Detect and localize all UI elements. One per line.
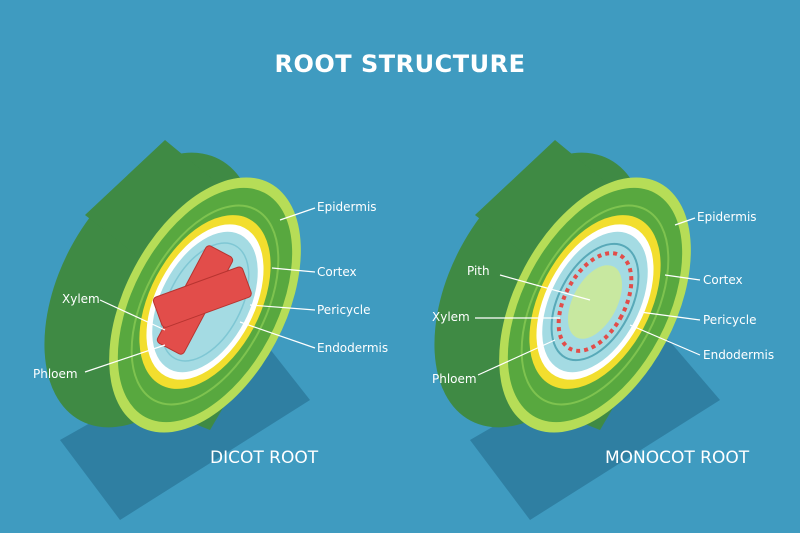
dicot-label-xylem: Xylem	[62, 292, 100, 306]
monocot-label-phloem: Phloem	[432, 372, 477, 386]
monocot-caption: MONOCOT ROOT	[605, 448, 749, 468]
monocot-label-endodermis: Endodermis	[703, 348, 774, 362]
dicot-label-epidermis: Epidermis	[317, 200, 377, 214]
monocot-label-pith: Pith	[467, 264, 490, 278]
dicot-label-phloem: Phloem	[33, 367, 78, 381]
dicot-label-cortex: Cortex	[317, 265, 357, 279]
page-title: ROOT STRUCTURE	[0, 50, 800, 78]
monocot-label-cortex: Cortex	[703, 273, 743, 287]
dicot-label-endodermis: Endodermis	[317, 341, 388, 355]
dicot-label-pericycle: Pericycle	[317, 303, 370, 317]
monocot-label-epidermis: Epidermis	[697, 210, 757, 224]
dicot-caption: DICOT ROOT	[210, 448, 318, 468]
monocot-label-pericycle: Pericycle	[703, 313, 756, 327]
monocot-label-xylem: Xylem	[432, 310, 470, 324]
